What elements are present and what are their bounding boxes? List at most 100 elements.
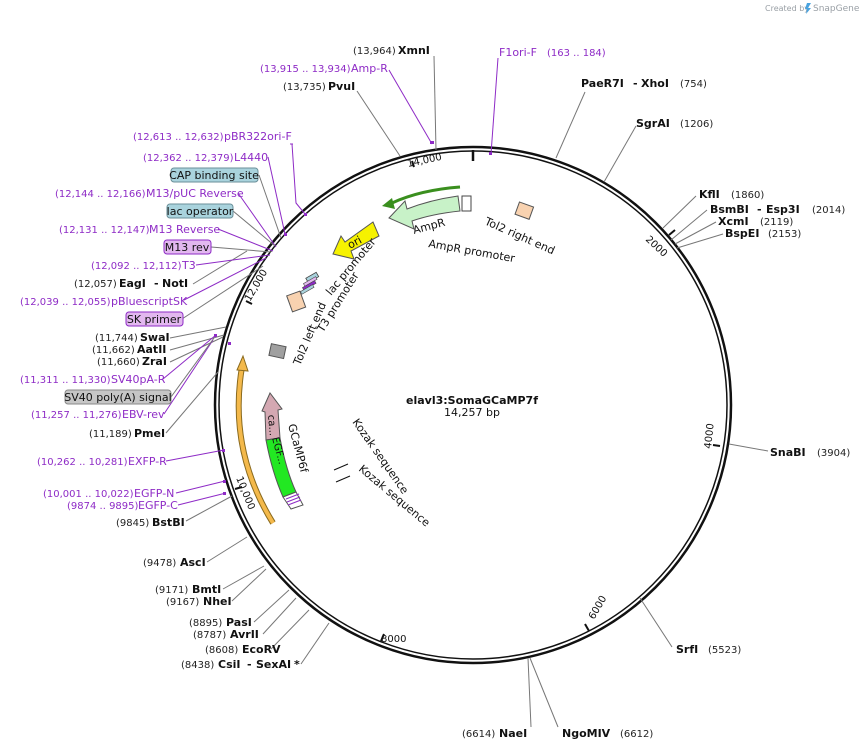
enzyme-bstbi-name[interactable]: BstBI (152, 516, 185, 529)
enzyme-asci-name[interactable]: AscI (180, 556, 206, 569)
enzyme-bsmbi-pos: (2014) (812, 205, 845, 216)
primer-t3-name[interactable]: T3 (181, 259, 196, 272)
enzyme-pvui-name[interactable]: PvuI (328, 80, 355, 93)
enzyme-srfi-name[interactable]: SrfI (676, 643, 698, 656)
enzyme-pmei-pos: (11,189) (89, 429, 132, 440)
enzyme-ngomiv-pos: (6612) (620, 729, 653, 740)
enzyme-avrii-pos: (8787) (193, 630, 226, 641)
enzyme-csii-name[interactable]: CsiI (218, 658, 240, 671)
created-by-label: Created by (765, 4, 809, 13)
enzyme-csii-pos: (8438) (181, 660, 214, 671)
sk-primer-text: SK primer (127, 313, 182, 326)
enzyme-zrai-name[interactable]: ZraI (142, 355, 167, 368)
enzyme-swai-name[interactable]: SwaI (140, 331, 170, 344)
primer-egfp-n-name[interactable]: EGFP-N (134, 487, 174, 500)
tick-4000: 4000 (703, 423, 717, 449)
kozak-marks (333, 463, 351, 483)
primer-pbr322ori-f-range: (12,613 .. 12,632) (133, 132, 224, 143)
enzyme-xcmi-pos: (2119) (760, 217, 793, 228)
lac-operator-label[interactable]: lac operator (166, 203, 234, 219)
cap-binding-site-label[interactable]: CAP binding site (169, 167, 259, 183)
primer-m13-reverse-name[interactable]: M13 Reverse (149, 223, 220, 236)
enzyme-xhoi-name[interactable]: XhoI (641, 77, 669, 90)
enzyme-leader-lines (165, 55, 769, 728)
plasmid-name: elavl3:SomaGCaMP7f (406, 394, 538, 407)
primer-pbluescriptsk-name[interactable]: pBluescriptSK (111, 295, 188, 308)
primer-pbr322ori-f-name[interactable]: pBR322ori-F (224, 130, 292, 143)
enzyme-aatii-name[interactable]: AatII (137, 343, 166, 356)
tol2-left-end-box[interactable] (286, 290, 307, 313)
tol2-right-end-box[interactable] (514, 201, 535, 220)
ori-arrow[interactable] (332, 221, 380, 260)
scale-ticks (234, 160, 721, 642)
primer-amp-r-name[interactable]: Amp-R (351, 62, 388, 75)
primer-leader-lines (162, 57, 499, 506)
enzyme-swai-pos: (11,744) (95, 333, 138, 344)
ampr-promoter-arrow[interactable] (382, 185, 461, 209)
enzyme-pvui-pos: (13,735) (283, 82, 326, 93)
backbone-outer-ring (213, 145, 733, 665)
sv40-polya-signal-label[interactable]: SV40 poly(A) signal (64, 389, 172, 405)
sv40-polya-box[interactable] (268, 343, 287, 360)
m13-rev-label[interactable]: M13 rev (163, 239, 212, 255)
enzyme-snabi-name[interactable]: SnaBI (770, 446, 806, 459)
ca-label: ca... (265, 414, 278, 436)
enzyme-bspei-pos: (2153) (768, 229, 801, 240)
enzyme-kfli-name[interactable]: KflI (699, 188, 720, 201)
enzyme-bmti-name[interactable]: BmtI (192, 583, 221, 596)
enzyme-xmni-pos: (13,964) (353, 46, 396, 57)
primer-m13-reverse-range: (12,131 .. 12,147) (59, 225, 150, 236)
enzyme-nhei-name[interactable]: NheI (203, 595, 232, 608)
sk-primer-label[interactable]: SK primer (125, 311, 184, 327)
enzyme-dash-2: - (757, 203, 762, 216)
enzyme-eagi-name[interactable]: EagI (119, 277, 146, 290)
sv40-polya-signal-text: SV40 poly(A) signal (64, 391, 171, 404)
enzyme-sexai-name[interactable]: SexAI (256, 658, 291, 671)
boxed-label-leaders (170, 174, 282, 398)
ampr-arrow[interactable] (388, 195, 472, 230)
enzyme-xmni-name[interactable]: XmnI (398, 44, 430, 57)
enzyme-paer7i-name[interactable]: PaeR7I (581, 77, 624, 90)
primer-sv40pa-r-name[interactable]: SV40pA-R (111, 373, 166, 386)
egfp-segment[interactable] (265, 437, 304, 510)
primer-egfp-c-name[interactable]: EGFP-C (138, 499, 178, 512)
primer-ebv-rev-name[interactable]: EBV-rev (122, 408, 165, 421)
enzyme-ngomiv-name[interactable]: NgoMIV (562, 727, 611, 740)
methylation-mark: * (294, 658, 300, 671)
primer-amp-r-range: (13,915 .. 13,934) (260, 64, 351, 75)
ca-segment-arrow[interactable] (261, 392, 283, 441)
primer-t3-range: (12,092 .. 12,112) (91, 261, 182, 272)
primer-ebv-rev-range: (11,257 .. 11,276) (31, 410, 122, 421)
primer-f1ori-f-range: (163 .. 184) (547, 48, 606, 59)
enzyme-bspei-name[interactable]: BspEI (725, 227, 759, 240)
snapgene-logo-icon (805, 3, 811, 14)
enzyme-sgrai-pos: (1206) (680, 119, 713, 130)
primer-pbluescriptsk-range: (12,039 .. 12,055) (20, 297, 111, 308)
enzyme-naei-name[interactable]: NaeI (499, 727, 527, 740)
enzyme-sgrai-name[interactable]: SgrAI (636, 117, 670, 130)
enzyme-pmei-name[interactable]: PmeI (134, 427, 165, 440)
gcamp-cds-arc[interactable] (235, 354, 276, 525)
enzyme-bsmbi-name[interactable]: BsmBI (710, 203, 749, 216)
enzyme-esp3i-name[interactable]: Esp3I (766, 203, 800, 216)
enzyme-nhei-pos: (9167) (166, 597, 199, 608)
enzyme-noti-name[interactable]: NotI (162, 277, 188, 290)
primer-exfp-r-name[interactable]: EXFP-R (128, 455, 167, 468)
tick-12000: 12,000 (243, 268, 270, 304)
primer-f1ori-f-name[interactable]: F1ori-F (499, 46, 537, 59)
tick-6000: 6000 (587, 594, 609, 622)
primer-m13puc-reverse-name[interactable]: M13/pUC Reverse (146, 187, 244, 200)
enzyme-avrii-name[interactable]: AvrII (230, 628, 259, 641)
enzyme-srfi-pos: (5523) (708, 645, 741, 656)
brand-label: SnapGene (813, 4, 860, 14)
primer-l4440-name[interactable]: L4440 (234, 151, 268, 164)
enzyme-pasi-name[interactable]: PasI (226, 616, 252, 629)
enzyme-pasi-pos: (8895) (189, 618, 222, 629)
mcs-feature-cluster[interactable] (300, 271, 320, 295)
enzyme-xcmi-name[interactable]: XcmI (718, 215, 749, 228)
enzyme-dash-3: - (154, 277, 159, 290)
enzyme-bmti-pos: (9171) (155, 585, 188, 596)
tick-8000: 8000 (381, 634, 406, 645)
enzyme-ecorv-name[interactable]: EcoRV (242, 643, 281, 656)
